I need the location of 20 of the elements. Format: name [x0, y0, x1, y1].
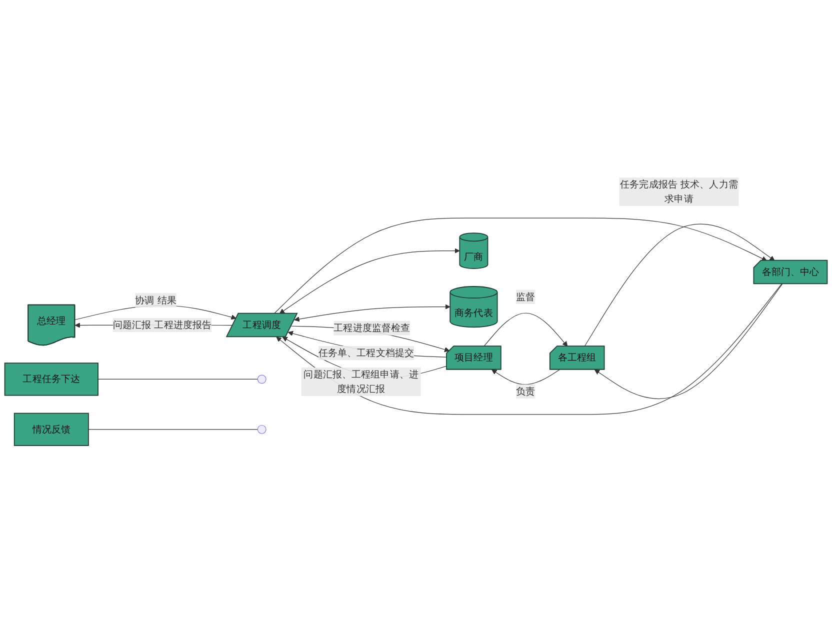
edge-label: 工程进度监督检查	[334, 322, 410, 334]
edge-label: 问题汇报 工程进度报告	[112, 319, 212, 330]
connector	[98, 378, 258, 380]
arrow	[594, 284, 783, 400]
edge-label: 负责	[516, 385, 536, 397]
arrow	[484, 312, 568, 347]
arrow	[492, 369, 560, 385]
edge-label: 任务完成报告 技术、人力需求申请	[620, 178, 738, 204]
arrow	[276, 284, 782, 415]
edge-label: 任务单、工程文档提交	[318, 347, 414, 358]
arrow	[294, 304, 450, 322]
arrow	[274, 218, 767, 314]
arrow	[279, 248, 460, 314]
edge-label: 协调 结果	[135, 294, 176, 306]
edge-label: 问题汇报、工程组申请、进度情况汇报	[304, 368, 418, 394]
node-box: 情况反馈	[14, 412, 89, 446]
edge-label: 监督	[516, 290, 535, 302]
connector	[88, 429, 258, 430]
node-box: 工程任务下达	[4, 362, 98, 396]
arrow	[584, 224, 775, 347]
